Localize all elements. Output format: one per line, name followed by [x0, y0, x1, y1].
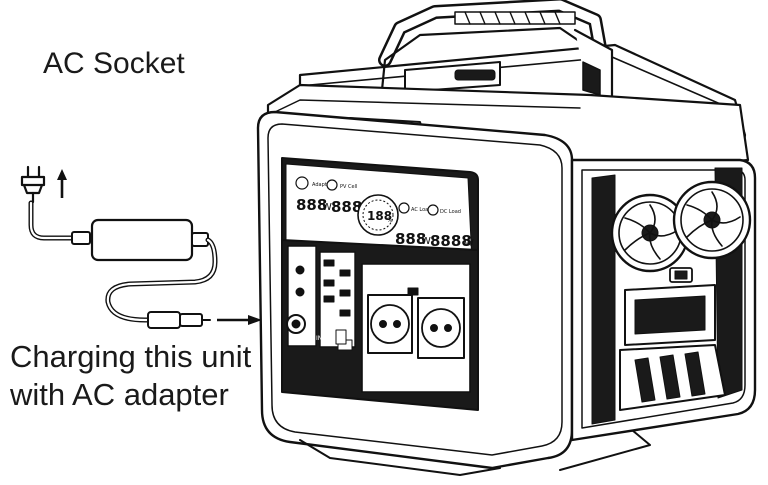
ac-outlet-left: [367, 294, 413, 354]
display-unit-4: W: [464, 238, 474, 249]
input-label: INPUT: [316, 335, 334, 342]
display-readouts: Adapter PV Cell 888 W 888 W 188 % AC Loa…: [295, 176, 474, 342]
ac-outlet-right: [417, 297, 465, 359]
arrow-right-icon: [217, 315, 262, 325]
arrow-up-icon: [57, 169, 67, 198]
dc-output-cable: [105, 232, 218, 329]
display-readout-3: 888: [395, 230, 426, 248]
carry-handle: [378, 0, 614, 112]
dc-input-port: [286, 314, 306, 334]
display-pv-label: PV Cell: [340, 184, 357, 190]
display-pct-sign: %: [387, 217, 393, 224]
charging-caption-line-1: Charging this unit: [10, 339, 252, 374]
cooling-fan-left: [610, 193, 690, 273]
ac-adapter-brick: [90, 218, 194, 262]
cooling-fan-right: [672, 180, 752, 260]
display-readout-1: 888: [296, 196, 327, 214]
io-panel: [281, 239, 479, 411]
ac-plug-icon: [20, 165, 46, 204]
display-readout-2: 888: [331, 198, 362, 216]
charging-caption-line-2: with AC adapter: [10, 377, 229, 412]
ac-adapter-cable: [28, 200, 95, 245]
power-station: [256, 0, 757, 476]
display-unit-1: W: [322, 202, 332, 213]
display-center-pct: 188: [367, 209, 392, 223]
display-readout-4: 8888: [430, 232, 472, 250]
display-adapter-label: Adapter: [312, 182, 333, 188]
display-unit-3: W: [421, 236, 431, 247]
display-dc-load-label: DC Load: [440, 209, 461, 215]
display-ac-load-label: AC Load: [411, 207, 431, 213]
ac-socket-label: AC Socket: [43, 47, 185, 80]
